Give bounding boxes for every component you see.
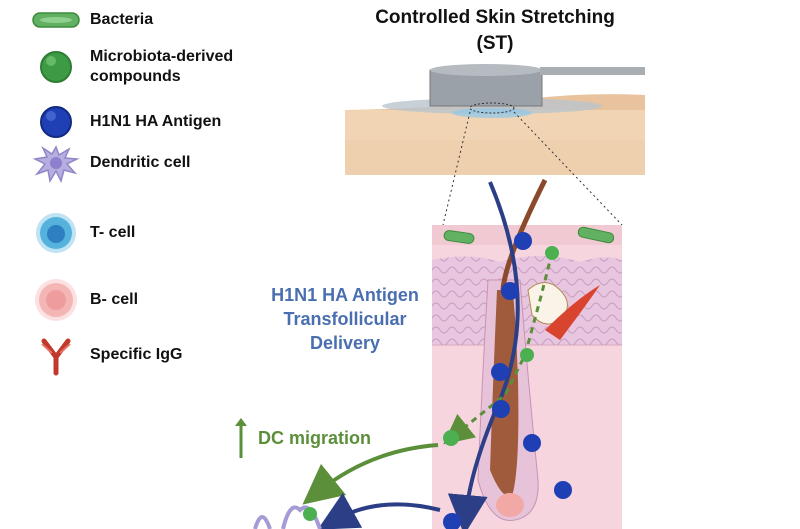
dendritic-cell-icon: [30, 143, 82, 184]
legend-b-cell: B- cell: [30, 279, 139, 321]
legend-label-antigen: H1N1 HA Antigen: [90, 113, 222, 130]
legend-label-igg: Specific IgG: [90, 346, 183, 363]
skin-cross-section: [432, 178, 622, 529]
b-cell-icon: [30, 279, 82, 321]
diagram-title: Controlled Skin Stretching (ST): [375, 7, 615, 54]
dc-migration-label: DC migration: [258, 428, 372, 448]
legend-dendritic: Dendritic cell: [30, 143, 191, 184]
bacteria-icon: [30, 0, 82, 40]
legend-label-bacteria: Bacteria: [90, 11, 154, 28]
igg-icon: [30, 335, 82, 376]
t-cell-icon: [30, 213, 82, 253]
delivery-label: H1N1 HA Antigen Transfollicular Delivery: [271, 285, 419, 353]
legend-label-t-cell: T- cell: [90, 224, 136, 241]
legend-antigen: H1N1 HA Antigen: [30, 102, 221, 142]
legend-bacteria: Bacteria: [30, 0, 153, 40]
legend-label-dendritic: Dendritic cell: [90, 154, 191, 171]
legend-label-compounds: Microbiota-derived compounds: [90, 48, 234, 85]
antigen-icon: [30, 102, 82, 142]
compound-icon: [30, 47, 82, 87]
legend-label-b-cell: B- cell: [90, 291, 139, 308]
legend-t-cell: T- cell: [30, 213, 135, 253]
legend-igg: Specific IgG: [30, 335, 183, 376]
legend-compounds: Microbiota-derived compounds: [30, 47, 233, 87]
stretching-device-panel: [345, 64, 645, 175]
